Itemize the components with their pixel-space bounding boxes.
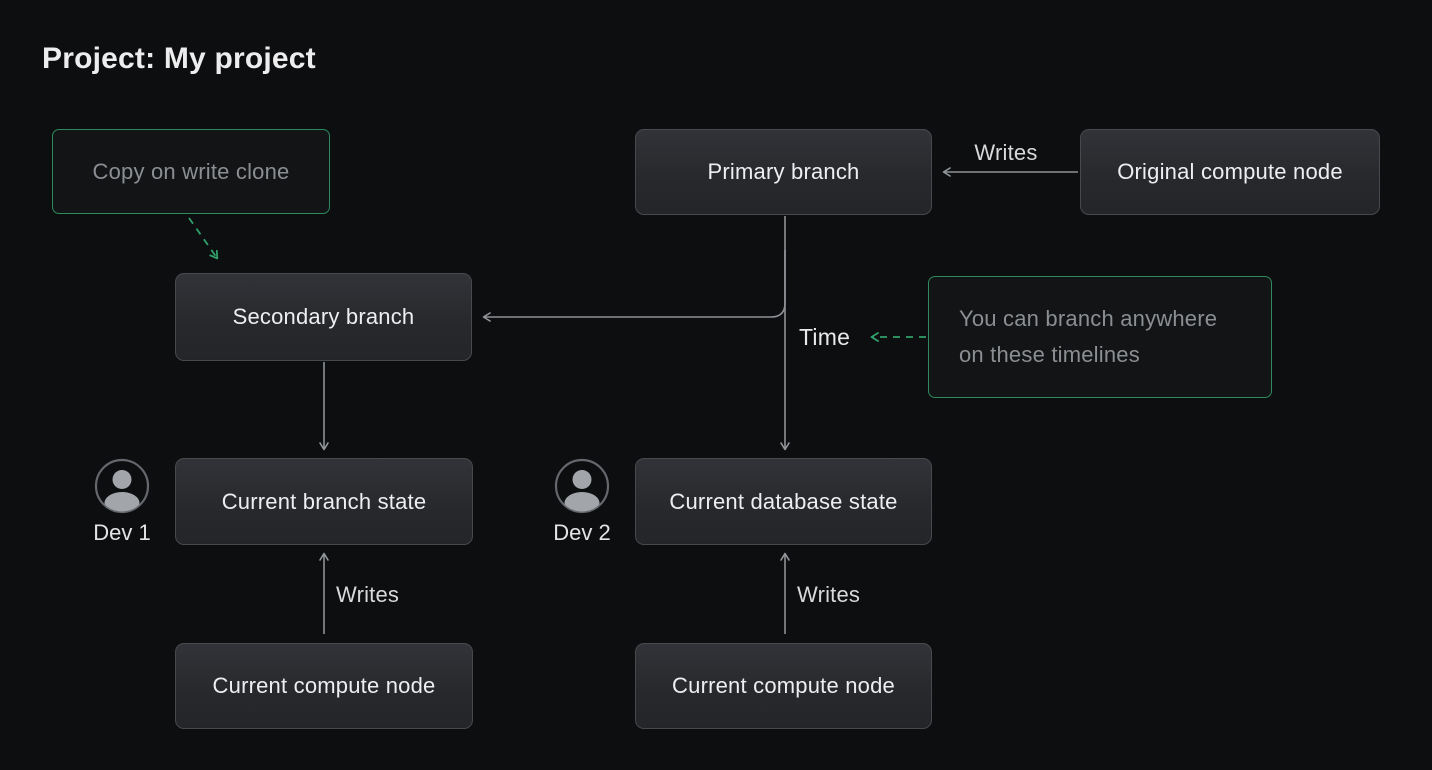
label-writes-primary: Writes — [974, 140, 1038, 165]
arrow-cow-clone-dashed — [188, 217, 219, 260]
user-avatar-icon — [554, 458, 610, 514]
node-current-branch-state-label: Current branch state — [221, 488, 427, 514]
node-secondary-branch: Secondary branch — [175, 273, 472, 361]
node-original-compute: Original compute node — [1080, 129, 1380, 215]
dev1-avatar-group: Dev 1 — [84, 458, 160, 546]
dev2-label: Dev 2 — [553, 520, 611, 545]
callout-branch-anywhere-label: You can branch anywhere on these timelin… — [959, 306, 1218, 367]
dev2-avatar-group: Dev 2 — [544, 458, 620, 546]
callout-copy-on-write-clone-label: Copy on write clone — [92, 158, 290, 184]
node-primary-branch: Primary branch — [635, 129, 932, 215]
node-secondary-branch-label: Secondary branch — [232, 304, 415, 329]
label-writes-right: Writes — [797, 582, 861, 607]
arrow-primary-to-secondary — [482, 250, 786, 322]
label-time: Time — [799, 324, 851, 350]
callout-branch-anywhere: You can branch anywhere on these timelin… — [928, 276, 1272, 398]
node-current-database-state: Current database state — [635, 458, 932, 545]
node-current-compute-right-label: Current compute node — [672, 673, 895, 698]
label-writes-left: Writes — [336, 582, 400, 607]
node-primary-branch-label: Primary branch — [707, 159, 860, 184]
node-current-compute-left: Current compute node — [175, 643, 473, 729]
dev1-label: Dev 1 — [93, 520, 151, 545]
node-current-compute-right: Current compute node — [635, 643, 932, 729]
node-original-compute-label: Original compute node — [1117, 159, 1343, 184]
user-avatar-icon — [94, 458, 150, 514]
node-current-database-state-label: Current database state — [669, 488, 898, 514]
page-title: Project: My project — [42, 42, 316, 75]
node-current-compute-left-label: Current compute node — [212, 673, 436, 698]
callout-copy-on-write-clone: Copy on write clone — [52, 129, 330, 214]
node-current-branch-state: Current branch state — [175, 458, 473, 545]
